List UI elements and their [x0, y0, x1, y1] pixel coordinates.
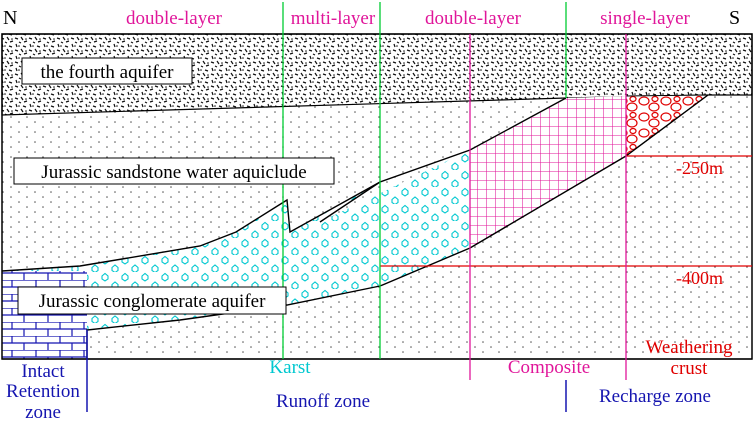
karst-conglomerate-area — [2, 150, 470, 330]
composite-label: Composite — [508, 357, 590, 378]
conglomerate-box — [17, 286, 287, 315]
runoff-zone-label: Runoff zone — [276, 391, 370, 412]
conglomerate-top-boundary — [1, 181, 381, 272]
karst-label: Karst — [269, 357, 311, 378]
conglomerate-label: Jurassic conglomerate aquifer — [39, 291, 267, 312]
weathering-label: Weathering — [645, 337, 733, 358]
recharge-zone-label: Recharge zone — [599, 386, 711, 407]
retention-label: Retention — [6, 381, 80, 402]
north-label: N — [3, 7, 17, 29]
composite-area — [470, 96, 626, 248]
upper-boundary — [319, 97, 567, 223]
layer-type-double-2: double-layer — [425, 8, 522, 29]
sandstone-box — [13, 157, 335, 185]
retention-zone-label: zone — [25, 402, 61, 422]
intact-label: Intact — [21, 361, 65, 382]
layer-type-single: single-layer — [600, 8, 690, 29]
south-label: S — [729, 7, 740, 29]
fourth-aquifer-label: the fourth aquifer — [41, 62, 175, 83]
fourth-aquifer-box — [21, 57, 193, 85]
layer-type-double-1: double-layer — [126, 8, 223, 29]
sandstone-label: Jurassic sandstone water aquiclude — [41, 162, 306, 183]
intact-limestone-area — [2, 271, 87, 359]
basement-boundary — [86, 94, 709, 359]
depth-400-label: -400m — [676, 268, 723, 288]
layer-type-multi: multi-layer — [291, 8, 376, 29]
depth-250-label: -250m — [676, 158, 723, 178]
crust-label: crust — [671, 358, 709, 379]
